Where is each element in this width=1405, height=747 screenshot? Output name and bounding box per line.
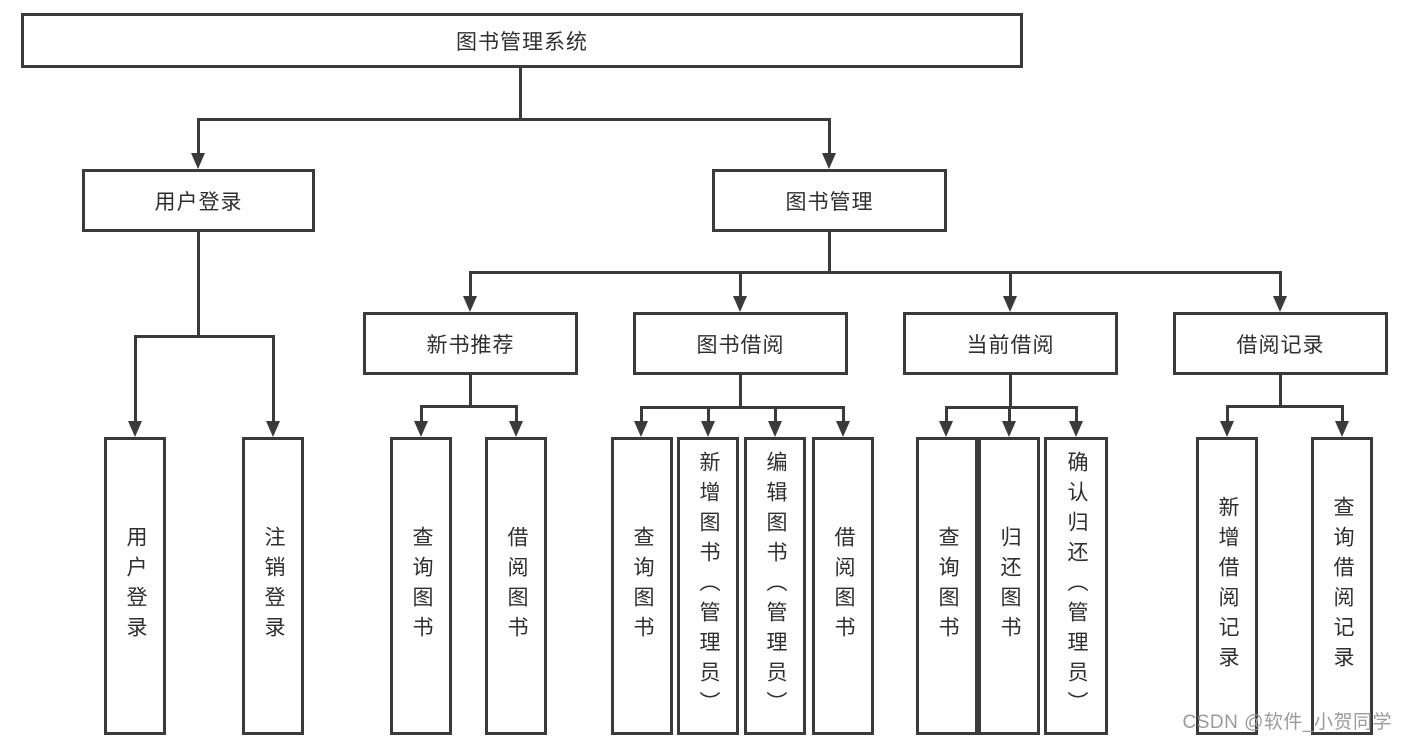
leaf-cb-confirm-return: 确认归还（管理员） <box>1044 437 1108 735</box>
leaf-nb-query-book-label: 查询图书 <box>410 526 433 646</box>
connector-borrow-records-bar <box>1225 405 1344 408</box>
leaf-bb-borrow-book: 借阅图书 <box>812 437 874 735</box>
leaf-nb-query-book: 查询图书 <box>390 437 452 735</box>
connector-book-borrow-stem <box>739 375 742 407</box>
leaf-nb-borrow-book: 借阅图书 <box>485 437 547 735</box>
leaf-cb-query-book: 查询图书 <box>916 437 978 735</box>
connector-borrow-records-stem <box>1279 375 1282 406</box>
node-current-borrow: 当前借阅 <box>903 312 1118 375</box>
node-root: 图书管理系统 <box>21 13 1023 68</box>
arrow-to-bb-borrow-book <box>835 406 851 437</box>
arrow-to-leaf-logout <box>265 335 281 437</box>
connector-new-book-bar <box>419 405 518 408</box>
node-user-login: 用户登录 <box>82 169 315 232</box>
leaf-cb-query-book-label: 查询图书 <box>936 526 959 646</box>
connector-book-mgmt-bar <box>468 271 1282 274</box>
leaf-bb-borrow-book-label: 借阅图书 <box>832 526 855 646</box>
leaf-br-add-record-label: 新增借阅记录 <box>1216 496 1239 676</box>
leaf-br-add-record: 新增借阅记录 <box>1196 437 1258 735</box>
leaf-br-query-record: 查询借阅记录 <box>1311 437 1373 735</box>
node-user-login-label: 用户登录 <box>154 190 243 214</box>
node-new-book-recommend-label: 新书推荐 <box>426 333 515 357</box>
connector-book-mgmt-stem <box>828 232 831 272</box>
node-current-borrow-label: 当前借阅 <box>966 333 1055 357</box>
connector-user-login-stem <box>197 232 200 336</box>
leaf-br-query-record-label: 查询借阅记录 <box>1331 496 1354 676</box>
arrow-to-borrow-records <box>1272 271 1288 312</box>
leaf-logout-label: 注销登录 <box>262 526 285 646</box>
arrow-to-user-login <box>190 118 206 169</box>
arrow-to-leaf-user-login <box>127 335 143 437</box>
arrow-to-new-book-recommend <box>462 271 478 312</box>
arrow-to-bb-query-book <box>633 406 649 437</box>
arrow-to-book-management <box>821 118 837 169</box>
node-book-borrow-label: 图书借阅 <box>696 333 785 357</box>
leaf-bb-edit-book-label: 编辑图书（管理员） <box>764 451 787 721</box>
arrow-to-book-borrow <box>732 271 748 312</box>
connector-new-book-stem <box>469 375 472 406</box>
arrow-to-current-borrow <box>1002 271 1018 312</box>
arrow-to-bb-edit-book <box>767 406 783 437</box>
arrow-to-br-query-record <box>1334 405 1350 437</box>
node-borrow-records: 借阅记录 <box>1173 312 1388 375</box>
node-book-management-label: 图书管理 <box>785 190 874 214</box>
arrow-to-bb-add-book <box>700 406 716 437</box>
arrow-to-nb-query-book <box>413 405 429 437</box>
csdn-watermark: CSDN @软件_小贺同学 <box>1182 712 1392 733</box>
connector-root-stem <box>519 68 522 118</box>
node-book-management: 图书管理 <box>712 169 947 232</box>
leaf-logout: 注销登录 <box>242 437 304 735</box>
leaf-bb-edit-book: 编辑图书（管理员） <box>744 437 806 735</box>
connector-user-login-bar <box>133 335 275 338</box>
leaf-bb-add-book-label: 新增图书（管理员） <box>697 451 720 721</box>
connector-book-borrow-bar <box>639 406 845 409</box>
node-book-borrow: 图书借阅 <box>633 312 848 375</box>
connector-root-bar <box>197 118 831 121</box>
leaf-cb-return-book-label: 归还图书 <box>998 526 1021 646</box>
node-borrow-records-label: 借阅记录 <box>1236 333 1325 357</box>
connector-current-borrow-stem <box>1009 375 1012 407</box>
leaf-cb-return-book: 归还图书 <box>978 437 1040 735</box>
arrow-to-cb-confirm-return <box>1068 406 1084 437</box>
leaf-bb-query-book-label: 查询图书 <box>631 526 654 646</box>
leaf-cb-confirm-return-label: 确认归还（管理员） <box>1065 451 1088 721</box>
connector-current-borrow-bar <box>944 406 1078 409</box>
leaf-bb-query-book: 查询图书 <box>611 437 673 735</box>
leaf-user-login-label: 用户登录 <box>124 526 147 646</box>
arrow-to-cb-return-book <box>1001 406 1017 437</box>
arrow-to-nb-borrow-book <box>508 405 524 437</box>
node-root-label: 图书管理系统 <box>456 30 588 54</box>
leaf-nb-borrow-book-label: 借阅图书 <box>505 526 528 646</box>
leaf-user-login: 用户登录 <box>104 437 166 735</box>
leaf-bb-add-book: 新增图书（管理员） <box>677 437 739 735</box>
arrow-to-br-add-record <box>1219 405 1235 437</box>
arrow-to-cb-query-book <box>938 406 954 437</box>
node-new-book-recommend: 新书推荐 <box>363 312 578 375</box>
